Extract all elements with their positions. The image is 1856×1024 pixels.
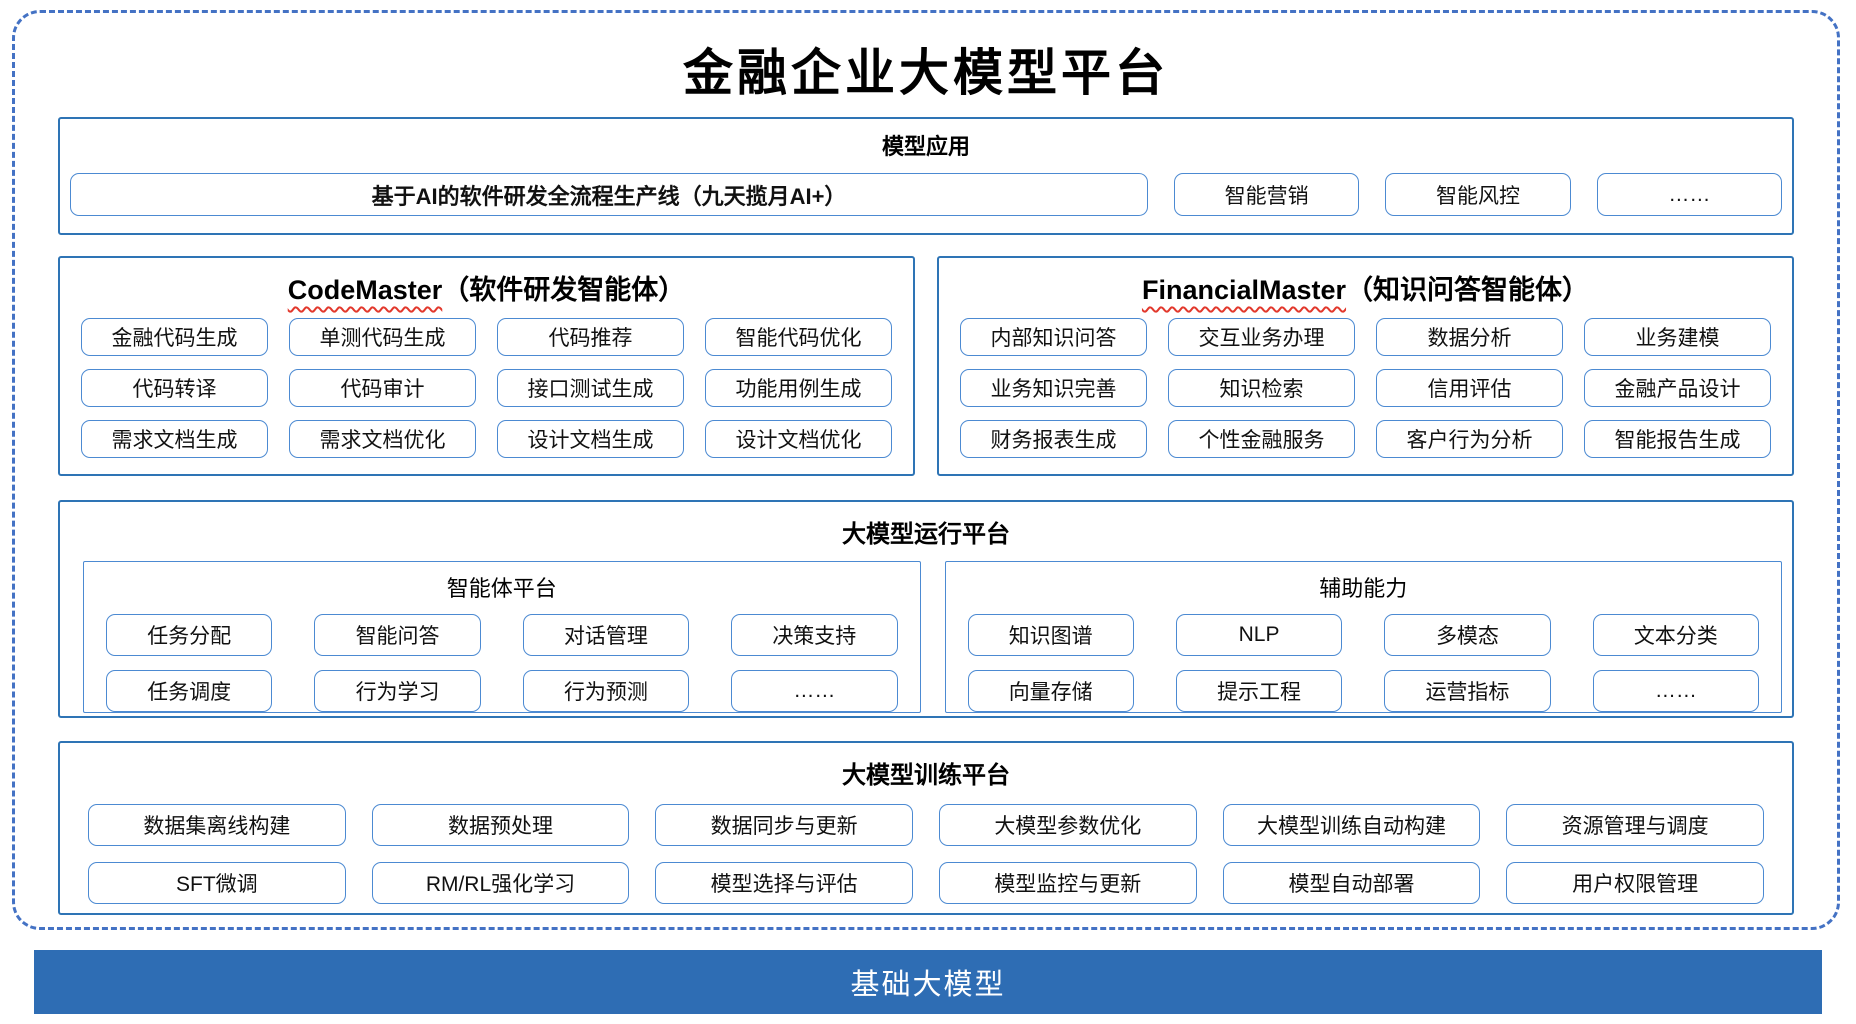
chip-ai-dev-pipeline: 基于AI的软件研发全流程生产线（九天揽月AI+） [70,173,1148,216]
chip-dialog-management: 对话管理 [522,614,690,656]
base-model-label: 基础大模型 [850,969,1006,1001]
chip-finance-code-generation: 金融代码生成 [81,318,268,356]
chip-customer-behavior-analysis: 客户行为分析 [1376,420,1563,458]
platform-dashed-frame: 金融企业大模型平台 模型应用 基于AI的软件研发全流程生产线（九天揽月AI+） … [12,10,1840,930]
chip-knowledge-retrieval: 知识检索 [1168,369,1355,407]
code-master-title-en: CodeMaster [287,275,443,305]
page-title: 金融企业大模型平台 [683,43,1169,102]
chip-smart-code-optimization: 智能代码优化 [705,318,892,356]
chip-code-audit: 代码审计 [289,369,476,407]
chip-smart-marketing: 智能营销 [1174,173,1360,216]
financial-master-grid: 内部知识问答 交互业务办理 数据分析 业务建模 业务知识完善 知识检索 信用评估… [939,318,1792,458]
chip-decision-support: 决策支持 [731,614,898,656]
chip-rm-rl-reinforcement-learning: RM/RL强化学习 [371,862,630,904]
chip-financial-product-design: 金融产品设计 [1584,369,1771,407]
agent-platform-grid: 任务分配 智能问答 对话管理 决策支持 任务调度 行为学习 行为预测 …… [84,614,920,712]
diagram-content: 模型应用 基于AI的软件研发全流程生产线（九天揽月AI+） 智能营销 智能风控 … [15,117,1837,915]
chip-data-sync-update: 数据同步与更新 [655,804,913,846]
section-financial-master: FinancialMaster（知识问答智能体） 内部知识问答 交互业务办理 数… [937,256,1794,476]
financial-master-title-zh: （知识问答智能体） [1346,275,1590,305]
chip-requirement-doc-optimization: 需求文档优化 [289,420,476,458]
chip-data-preprocessing: 数据预处理 [371,804,630,846]
financial-master-title-en: FinancialMaster [1141,275,1347,305]
chip-smart-qa: 智能问答 [314,614,481,656]
chip-text-classification: 文本分类 [1592,614,1759,656]
chip-business-knowledge-improvement: 业务知识完善 [960,369,1147,407]
code-master-title-zh: （软件研发智能体） [442,275,686,305]
chip-prompt-engineering: 提示工程 [1175,670,1343,712]
aux-capabilities-grid: 知识图谱 NLP 多模态 文本分类 向量存储 提示工程 运营指标 …… [946,614,1782,712]
chip-code-translation: 代码转译 [81,369,268,407]
section-training-platform: 大模型训练平台 数据集离线构建 数据预处理 数据同步与更新 大模型参数优化 大模… [58,741,1794,915]
chip-sft-finetuning: SFT微调 [88,862,346,904]
aux-capabilities-header: 辅助能力 [1319,576,1408,601]
chip-more-apps: …… [1596,173,1782,216]
chip-model-parameter-optimization: 大模型参数优化 [938,804,1197,846]
chip-requirement-doc-generation: 需求文档生成 [81,420,268,458]
chip-function-case-generation: 功能用例生成 [705,369,892,407]
runtime-platform-header: 大模型运行平台 [842,521,1010,548]
runtime-columns: 智能体平台 任务分配 智能问答 对话管理 决策支持 任务调度 行为学习 行为预测… [60,561,1792,713]
chip-design-doc-generation: 设计文档生成 [497,420,684,458]
section-code-master: CodeMaster（软件研发智能体） 金融代码生成 单测代码生成 代码推荐 智… [58,256,915,476]
chip-unit-test-code-generation: 单测代码生成 [289,318,476,356]
chip-code-recommendation: 代码推荐 [497,318,684,356]
chip-model-selection-evaluation: 模型选择与评估 [655,862,913,904]
chip-smart-report-generation: 智能报告生成 [1584,420,1771,458]
chip-training-auto-build: 大模型训练自动构建 [1222,804,1481,846]
chip-behavior-prediction: 行为预测 [522,670,690,712]
chip-behavior-learning: 行为学习 [314,670,481,712]
chip-task-allocation: 任务分配 [106,614,273,656]
chip-more-aux-capabilities: …… [1592,670,1759,712]
code-master-header: CodeMaster（软件研发智能体） [60,268,913,307]
model-app-row: 基于AI的软件研发全流程生产线（九天揽月AI+） 智能营销 智能风控 …… [60,173,1792,216]
chip-internal-knowledge-qa: 内部知识问答 [960,318,1147,356]
subsection-aux-capabilities: 辅助能力 知识图谱 NLP 多模态 文本分类 向量存储 提示工程 运营指标 …… [944,561,1782,713]
chip-knowledge-graph: 知识图谱 [967,614,1134,656]
agent-platform-header: 智能体平台 [446,576,557,601]
training-platform-header: 大模型训练平台 [842,762,1010,789]
chip-interactive-business-handling: 交互业务办理 [1168,318,1355,356]
chip-data-analysis: 数据分析 [1376,318,1563,356]
chip-dataset-offline-build: 数据集离线构建 [88,804,346,846]
section-runtime-platform: 大模型运行平台 智能体平台 任务分配 智能问答 对话管理 决策支持 任务调度 行… [58,500,1794,718]
subsection-agent-platform: 智能体平台 任务分配 智能问答 对话管理 决策支持 任务调度 行为学习 行为预测… [83,561,921,713]
chip-model-auto-deployment: 模型自动部署 [1222,862,1481,904]
chip-design-doc-optimization: 设计文档优化 [705,420,892,458]
chip-credit-evaluation: 信用评估 [1376,369,1563,407]
chip-model-monitoring-update: 模型监控与更新 [938,862,1197,904]
chip-vector-storage: 向量存储 [967,670,1134,712]
chip-user-permission-management: 用户权限管理 [1506,862,1764,904]
chip-business-modeling: 业务建模 [1584,318,1771,356]
chip-multimodal: 多模态 [1384,614,1551,656]
chip-smart-risk-control: 智能风控 [1385,173,1571,216]
financial-master-header: FinancialMaster（知识问答智能体） [939,268,1792,307]
chip-nlp: NLP [1175,614,1343,656]
chip-financial-report-generation: 财务报表生成 [960,420,1147,458]
chip-resource-management-scheduling: 资源管理与调度 [1506,804,1764,846]
agents-row: CodeMaster（软件研发智能体） 金融代码生成 单测代码生成 代码推荐 智… [58,256,1794,476]
chip-api-test-generation: 接口测试生成 [497,369,684,407]
chip-more-agent-capabilities: …… [731,670,898,712]
chip-operation-metrics: 运营指标 [1384,670,1551,712]
chip-personal-financial-service: 个性金融服务 [1168,420,1355,458]
base-model-bar: 基础大模型 [34,950,1822,1014]
section-model-app: 模型应用 基于AI的软件研发全流程生产线（九天揽月AI+） 智能营销 智能风控 … [58,117,1794,235]
training-platform-grid: 数据集离线构建 数据预处理 数据同步与更新 大模型参数优化 大模型训练自动构建 … [60,804,1792,904]
code-master-grid: 金融代码生成 单测代码生成 代码推荐 智能代码优化 代码转译 代码审计 接口测试… [60,318,913,458]
chip-task-scheduling: 任务调度 [106,670,273,712]
model-app-header: 模型应用 [881,134,970,159]
